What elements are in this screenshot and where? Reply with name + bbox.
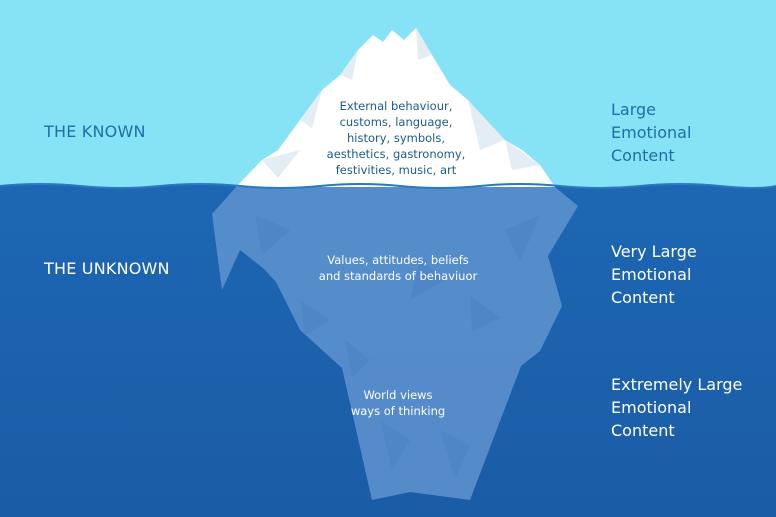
tip-text-line: history, symbols, [346,131,446,145]
right-label-very-large: Very Large Emotional Content [611,240,697,309]
middle-text-line: and standards of behaviuor [318,269,478,283]
label-the-unknown: THE UNKNOWN [44,259,170,278]
right-label-line: Emotional [611,265,692,284]
middle-text-line: Values, attitudes, beliefs [327,253,469,267]
right-label-line: Content [611,146,675,165]
bottom-ice-text: World views ways of thinking [333,387,463,419]
tip-text: External behaviour, customs, language, h… [316,98,476,178]
tip-shading [262,28,540,178]
tip-text-line: festivities, music, art [335,163,457,177]
right-label-line: Emotional [611,398,692,417]
right-label-line: Content [611,288,675,307]
right-label-line: Large [611,100,657,119]
label-the-known: THE KNOWN [44,122,146,141]
right-label-large: Large Emotional Content [611,98,691,167]
tip-text-line: aesthetics, gastronomy, [326,147,466,161]
right-label-line: Extremely Large [611,375,743,394]
underwater-facets [255,215,540,480]
middle-ice-text: Values, attitudes, beliefs and standards… [313,252,483,284]
right-label-extremely-large: Extremely Large Emotional Content [611,373,742,442]
iceberg-underwater-shape [212,187,578,500]
right-label-line: Very Large [611,242,697,261]
tip-text-line: External behaviour, [339,99,453,113]
bottom-text-line: World views [363,388,433,402]
iceberg-tip-shape [236,28,555,187]
water-surface-line [0,183,776,189]
bottom-text-line: ways of thinking [350,404,446,418]
right-label-line: Emotional [611,123,692,142]
right-label-line: Content [611,421,675,440]
tip-text-line: customs, language, [339,115,453,129]
